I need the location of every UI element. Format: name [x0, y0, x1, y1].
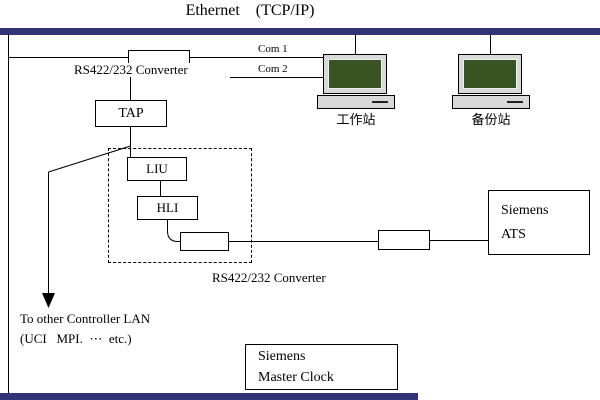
bottom-bus-bar [0, 393, 418, 400]
siemens-ats-line1: Siemens [501, 202, 549, 218]
ethernet-bus-bar [0, 28, 600, 35]
master-clock-line2: Master Clock [258, 370, 334, 385]
computer-base [317, 95, 395, 109]
rs422-converter-bottom-box [180, 232, 229, 251]
monitor-screen-icon [328, 59, 382, 89]
com2-port-label: Com 2 [258, 63, 288, 75]
drive-slot-icon [372, 101, 388, 103]
down-arrow-icon [42, 293, 55, 308]
siemens-master-clock-box: Siemens Master Clock [245, 344, 398, 390]
monitor [323, 54, 387, 94]
liu-box: LIU [127, 157, 187, 181]
rs422-converter-bottom-label: RS422/232 Converter [212, 270, 326, 285]
backup-station-computer [452, 54, 530, 109]
tap-box: TAP [95, 100, 167, 127]
monitor [458, 54, 522, 94]
branch-diagonal-line [48, 145, 131, 173]
workstation-computer [317, 54, 395, 109]
ethernet-title: Ethernet (TCP/IP) [185, 2, 315, 19]
backup-station-label: 备份站 [471, 112, 511, 127]
liu-hli-dashed-group [108, 148, 252, 263]
siemens-ats-line2: ATS [501, 226, 526, 242]
computer-base [452, 95, 530, 109]
drive-slot-icon [507, 101, 523, 103]
other-controller-lan-label-line1: To other Controller LAN [20, 311, 151, 326]
monitor-screen-icon [463, 59, 517, 89]
master-clock-line1: Siemens [258, 349, 306, 364]
hli-box: HLI [137, 196, 198, 220]
workstation-label: 工作站 [336, 112, 376, 127]
other-controller-lan-label-line2: (UCI MPI. ⋯ etc.) [20, 331, 132, 346]
line-modem-box [378, 230, 430, 250]
com1-port-label: Com 1 [258, 43, 288, 55]
hli-to-converter-curve [167, 218, 181, 242]
siemens-ats-box: Siemens ATS [488, 190, 590, 255]
rs422-converter-top-label: RS422/232 Converter [72, 62, 190, 78]
